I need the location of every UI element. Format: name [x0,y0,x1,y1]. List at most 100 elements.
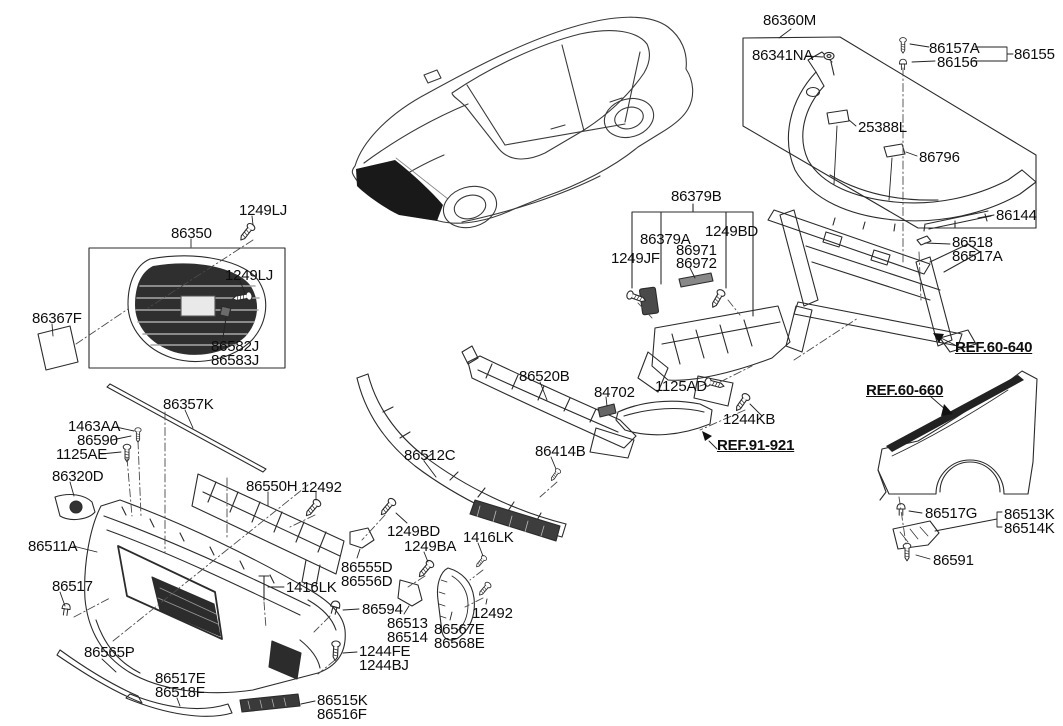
ref-link-ref-60-660[interactable]: REF.60-660 [866,382,944,399]
pin-1416LK [258,575,270,601]
part-label-1416LK-1: 1416LK [463,529,514,546]
part-label-86590: 86590 [77,432,118,449]
part-label-86796: 86796 [919,149,960,166]
part-label-86156: 86156 [937,54,978,71]
bumper-cover-86511A [84,499,346,694]
car-grille-shading [356,160,443,221]
part-label-86515K: 86515K [317,692,368,709]
upper-cover-box [742,36,1037,229]
part-label-1463AA: 1463AA [68,418,121,435]
upper-cover-group [742,36,1037,232]
part-label-86565P: 86565P [84,644,135,661]
part-label-86516F: 86516F [317,706,367,723]
pad-86379A [638,286,660,316]
part-label-12492-1: 12492 [301,479,342,496]
bracket-86518 [916,235,932,246]
part-label-86514K: 86514K [1004,520,1055,537]
strip-86515K [239,693,301,713]
alignment-lines [73,67,922,675]
bracket-86320D [54,493,96,521]
leader-lines [51,28,1014,707]
part-label-86341NA: 86341NA [752,47,814,64]
part-label-86583J: 86583J [211,352,260,369]
part-label-86520B: 86520B [519,368,570,385]
bumper-beam-group [631,203,791,407]
ref-link-ref-60-640[interactable]: REF.60-640 [955,339,1033,356]
fog-bezel [615,400,713,436]
part-label-12492-2: 12492 [472,605,513,622]
part-label-86556D: 86556D [341,573,393,590]
part-label-86550H: 86550H [246,478,298,495]
part-label-1416LK-2: 1416LK [286,579,337,596]
part-label-1125AE: 1125AE [56,446,108,463]
strip-86517E [125,693,233,717]
ref-link-ref-91-921[interactable]: REF.91-921 [717,437,795,454]
part-label-86350: 86350 [171,225,212,242]
cover-86367F [37,325,79,371]
front-fender-drawing [877,370,1038,550]
part-label-86567E: 86567E [434,621,485,638]
part-label-86511A: 86511A [28,538,78,555]
fender-garnish-strip [886,375,1024,452]
fog-lamp-slot [268,640,302,680]
part-label-86157A: 86157A [929,40,980,57]
part-label-1249JF: 1249JF [611,250,660,267]
bracket-86513 [397,579,423,607]
part-label-86568E: 86568E [434,635,485,652]
part-label-86367F: 86367F [32,310,82,327]
fender-bracket-86513K [892,520,940,550]
part-label-86591: 86591 [933,552,974,569]
part-label-86517A: 86517A [952,248,1003,265]
part-label-86972: 86972 [676,255,717,272]
radiator-support-drawing [767,209,981,353]
part-label-86512C: 86512C [404,447,456,464]
bracket-86555D [349,527,375,549]
part-label-86360M: 86360M [763,12,817,29]
part-label-1249BD-2: 1249BD [387,523,441,540]
part-label-1249LJ-2: 1249LJ [225,267,274,284]
part-label-86144: 86144 [996,207,1037,224]
part-label-1249BA: 1249BA [404,538,457,555]
part-label-86357K: 86357K [163,396,214,413]
part-label-25388L: 25388L [858,119,907,136]
strip-86971 [678,272,714,288]
part-label-86379B: 86379B [671,188,722,205]
part-label-86514: 86514 [387,629,428,646]
bracket-86379B [631,203,754,317]
part-label-86518F: 86518F [155,684,205,701]
grille-box [88,247,286,369]
rail-86520B [467,355,637,449]
part-label-86517G: 86517G [925,505,978,522]
cover-86567E [436,567,475,641]
part-label-86971: 86971 [676,242,717,259]
part-label-86517: 86517 [52,578,93,595]
car-illustration [351,16,694,229]
part-label-1249LJ-1: 1249LJ [239,202,288,219]
rail-end-cover [469,499,561,542]
strip-86565P [56,649,143,704]
part-label-86155: 86155 [1014,46,1055,63]
molding-86357K [106,383,267,473]
part-label-86379A: 86379A [640,231,691,248]
grille-group [37,247,286,371]
part-label-1244BJ: 1244BJ [359,657,409,674]
part-label-86518: 86518 [952,234,993,251]
part-label-1125AD: 1125AD [655,378,707,395]
rail-group [356,345,713,542]
part-label-86513K: 86513K [1004,506,1055,523]
part-label-1244FE: 1244FE [359,643,411,660]
part-label-1244KB: 1244KB [723,411,776,428]
part-label-86320D: 86320D [52,468,104,485]
cover-strip-86144 [925,210,992,230]
part-label-86594: 86594 [362,601,403,618]
absorber-86550H [191,473,345,575]
part-label-86517E: 86517E [155,670,206,687]
part-label-1249BD-1: 1249BD [705,223,759,240]
nut-86582J [219,305,232,318]
bumper-cover-group [54,383,475,717]
pad-84702 [597,403,617,418]
part-label-86414B: 86414B [535,443,586,460]
